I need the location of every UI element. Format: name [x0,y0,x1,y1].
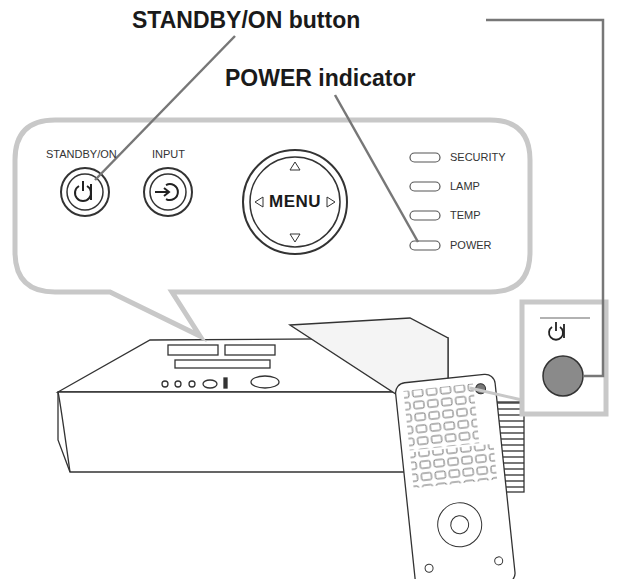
remote-zoom [470,302,606,414]
button-label: INPUT [152,148,185,160]
button-label: MENU [269,193,321,212]
projector [58,318,524,492]
remote-control [395,373,516,579]
leader-lines [95,20,603,376]
menu-pad [243,150,347,254]
indicator-label: POWER [450,239,492,251]
indicator-label: SECURITY [450,151,506,163]
input-button [144,168,192,216]
indicator-label: TEMP [450,209,481,221]
standby-button [61,168,109,216]
callout-label: POWER indicator [225,66,415,91]
button-label: STANDBY/ON [46,148,117,160]
callout-bubble [15,120,530,336]
callout-label: STANDBY/ON button [132,8,360,33]
indicator-label: LAMP [450,180,480,192]
